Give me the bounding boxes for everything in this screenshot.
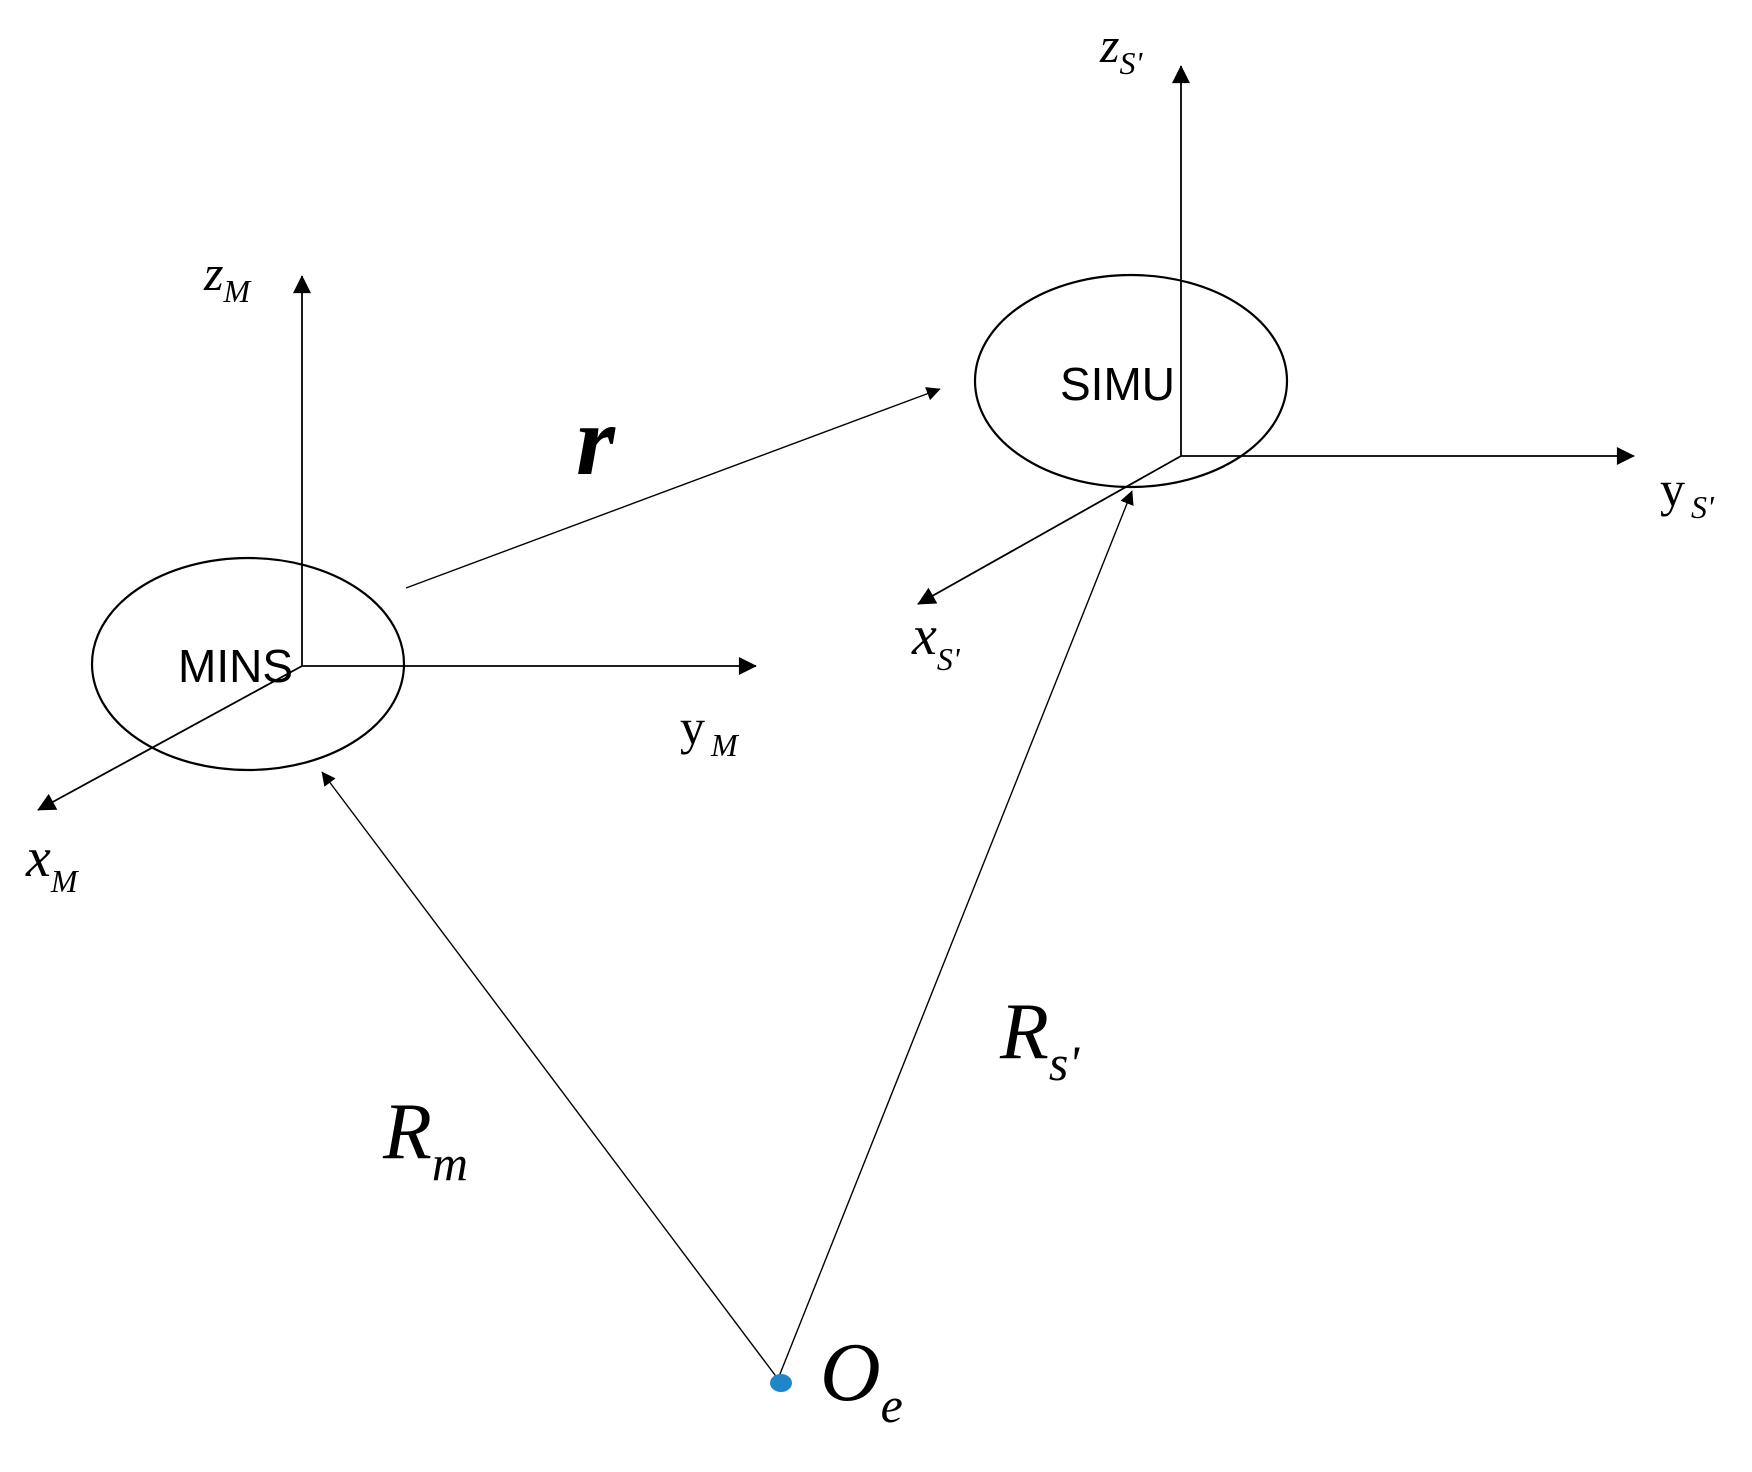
simu-z-label: zS' (1099, 17, 1143, 81)
vector-rs-label: Rs' (999, 988, 1080, 1091)
vector-rm-arrow (321, 771, 779, 1380)
vector-r-arrow (405, 387, 941, 589)
mins-x-axis (37, 665, 303, 811)
vector-rm-label: Rm (382, 1088, 468, 1191)
mins-z-label: zM (203, 245, 252, 309)
origin-label: Oe (820, 1326, 903, 1433)
mins-x-label: xM (25, 827, 80, 899)
simu-x-axis (917, 455, 1182, 605)
simu-label: SIMU (1060, 358, 1175, 410)
simu-ellipse (973, 273, 1289, 489)
mins-ellipse (90, 556, 406, 772)
vector-r-label: r (576, 385, 616, 496)
mins-label: MINS (178, 640, 293, 692)
vector-rs-arrow (777, 490, 1134, 1380)
origin-point (770, 1374, 792, 1392)
simu-x-label: xS' (911, 605, 961, 677)
